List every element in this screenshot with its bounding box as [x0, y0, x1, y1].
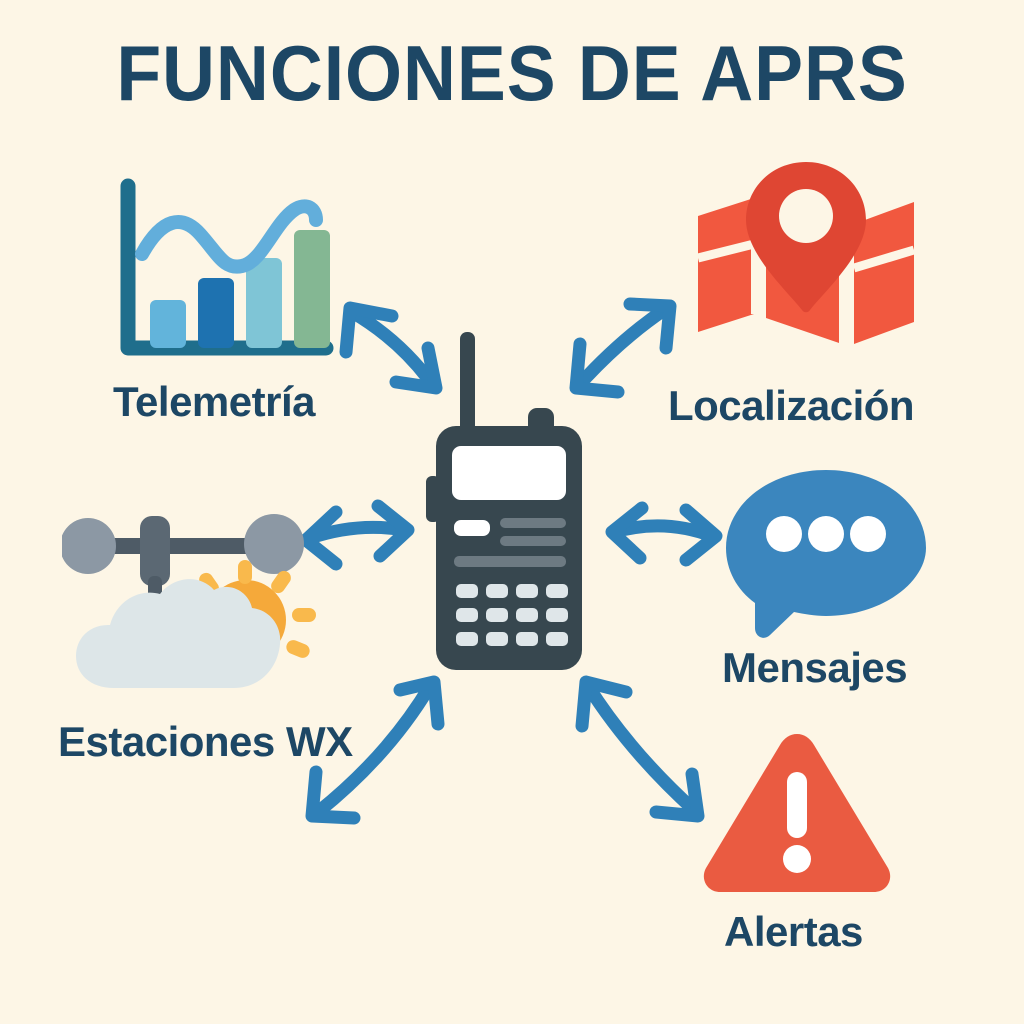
page-title: FUNCIONES DE APRS: [116, 29, 908, 117]
warning-triangle-icon: [698, 728, 896, 898]
node-label-estaciones-wx: Estaciones WX: [58, 718, 353, 765]
arrow-mensajes: [605, 501, 723, 567]
arrow-telemetria: [339, 301, 443, 395]
bar-chart-icon: [108, 178, 338, 368]
weather-station-icon: [60, 498, 322, 698]
node-label-mensajes: Mensajes: [722, 644, 908, 691]
node-label-telemetria: Telemetría: [113, 378, 316, 425]
handheld-radio-icon: [424, 330, 600, 682]
arrow-alertas: [575, 675, 705, 823]
node-label-localizacion: Localización: [668, 382, 915, 429]
speech-bubble-icon: [722, 466, 930, 642]
node-label-alertas: Alertas: [724, 908, 863, 955]
map-pin-icon: [692, 158, 920, 366]
